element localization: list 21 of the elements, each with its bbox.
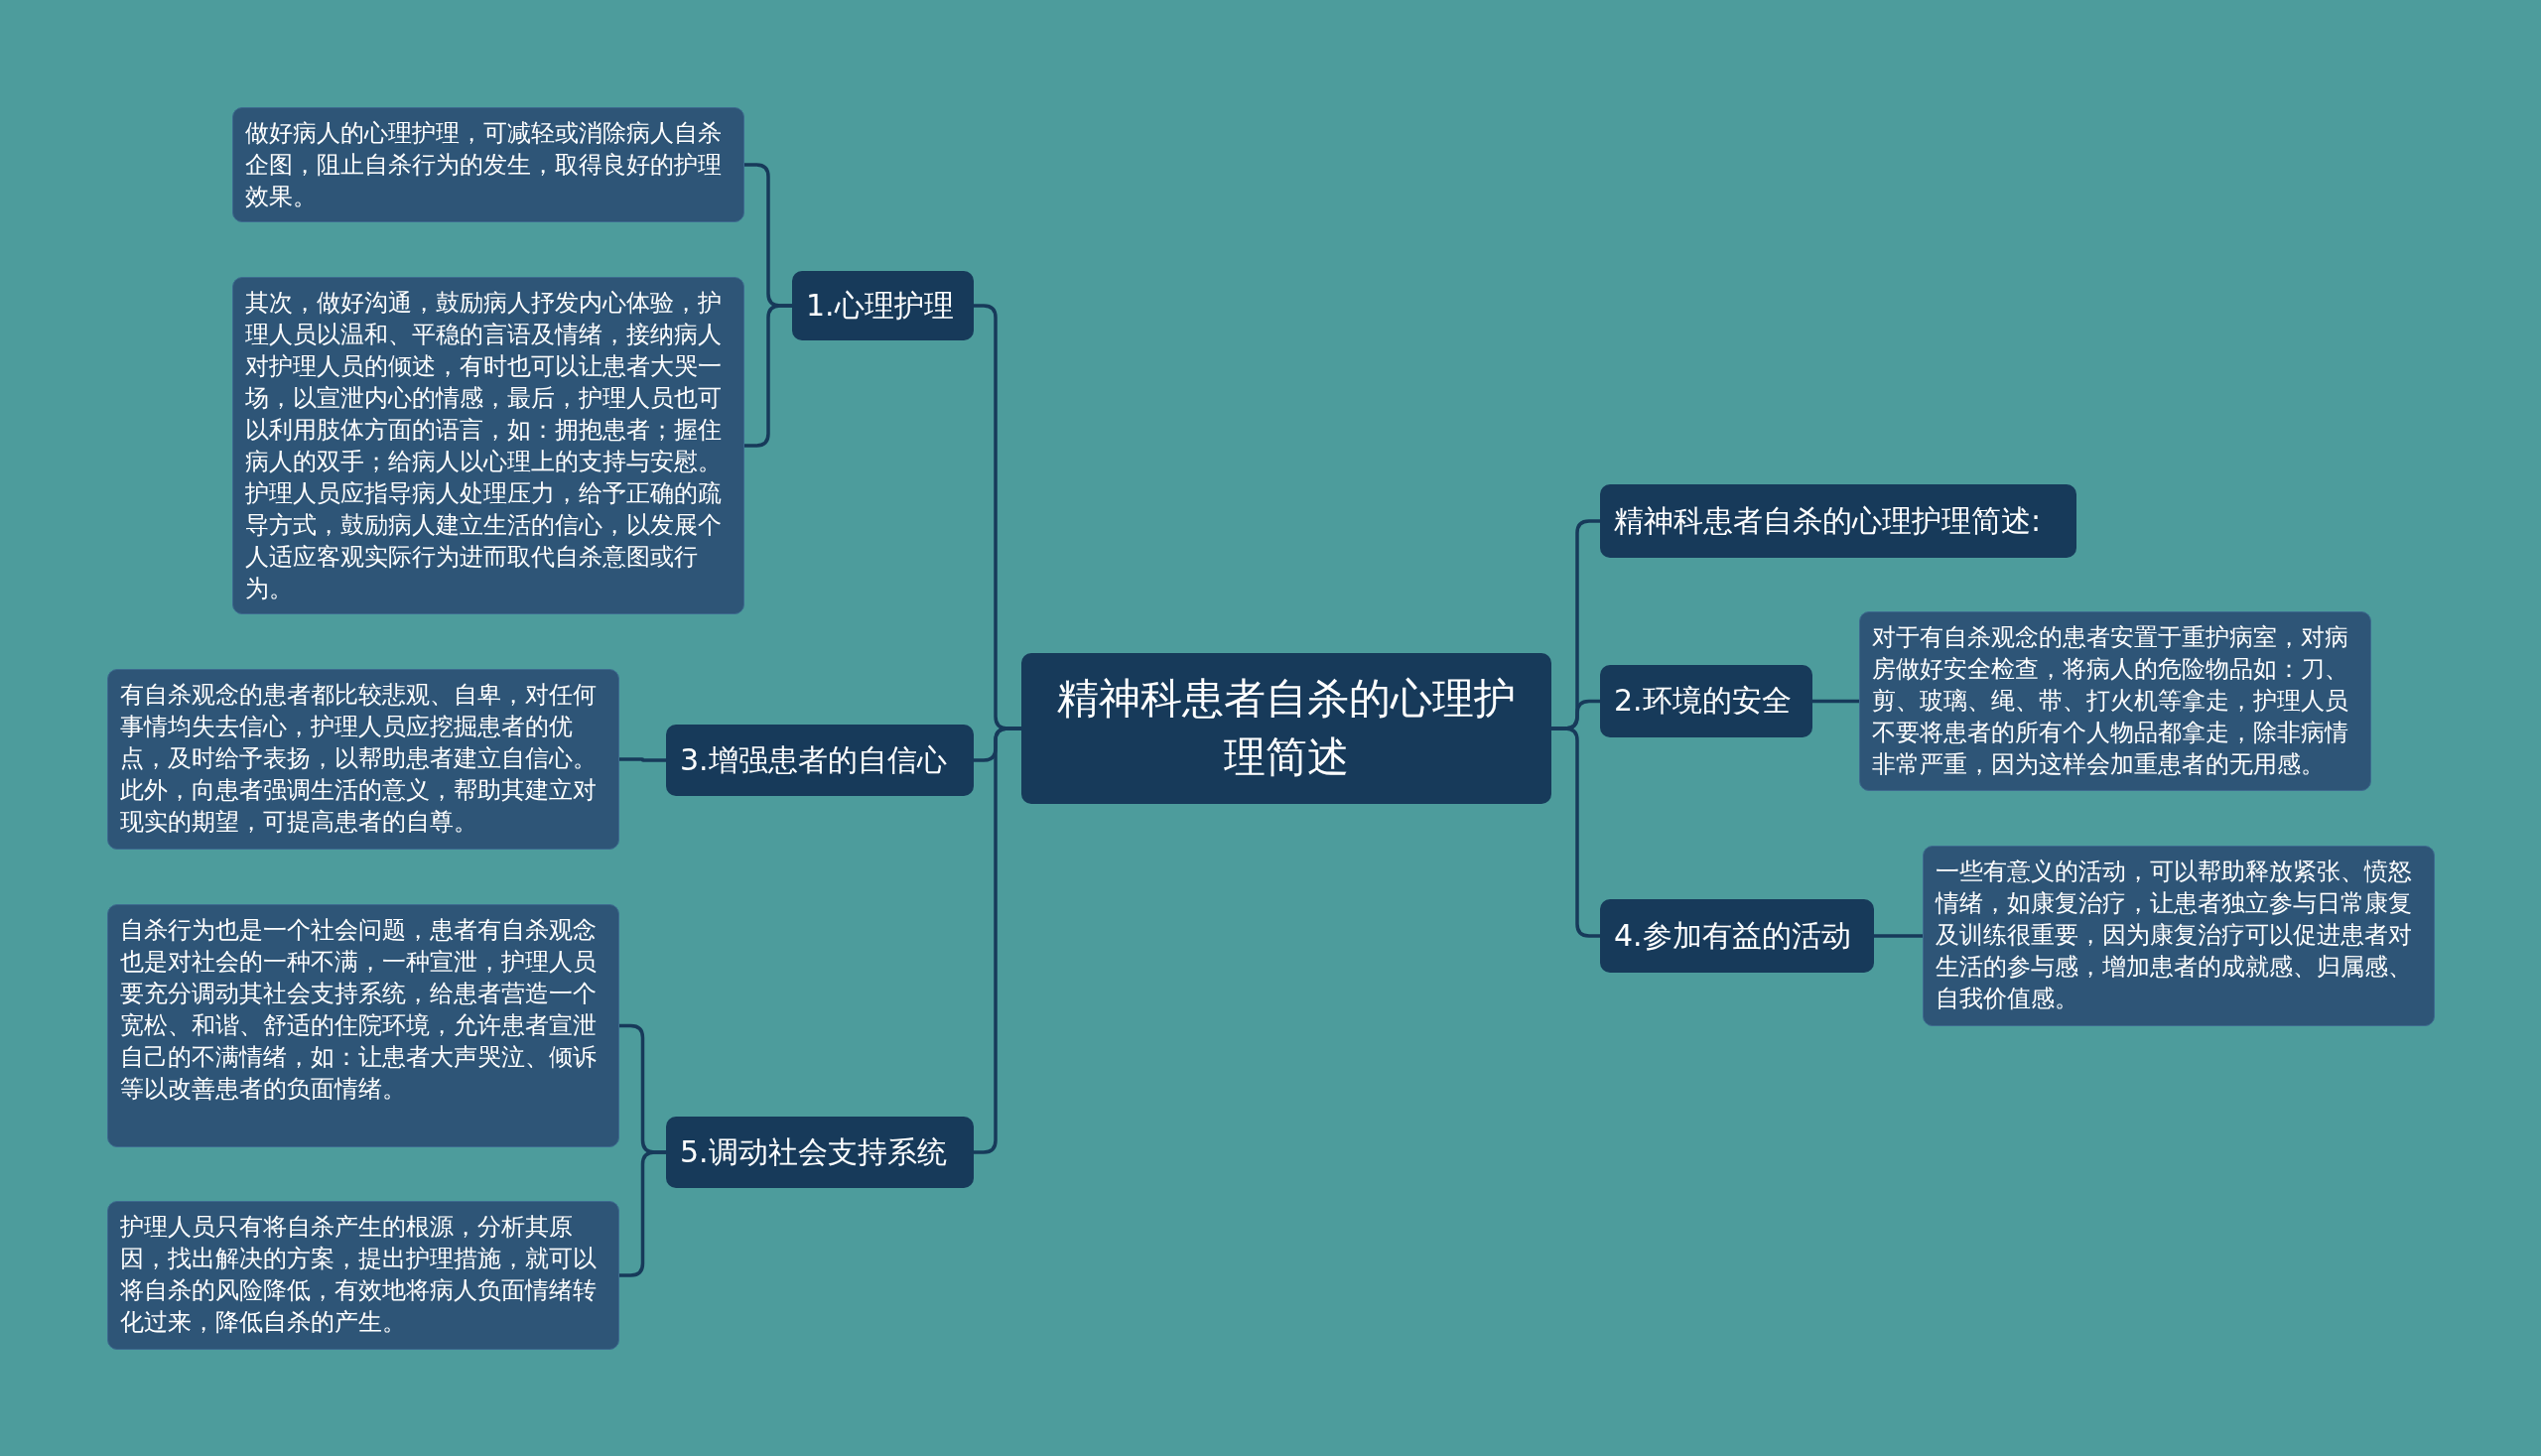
topic-box: 3.增强患者的自信心 xyxy=(666,725,974,796)
connector-line xyxy=(974,727,1021,1154)
connector-line xyxy=(619,757,666,762)
note-box: 对于有自杀观念的患者安置于重护病室，对病房做好安全检查，将病人的危险物品如：刀、剪、玻璃、绳、带、打火机等拿走，护理人员不要将患者的所有个人物品都拿走，除非病情非常严重，因为这样会加重患者的无用感。 xyxy=(1859,611,2371,791)
connector-line xyxy=(619,1150,666,1277)
connector-line xyxy=(1812,699,1859,704)
central-topic-box: 精神科患者自杀的心理护理简述 xyxy=(1021,653,1551,804)
connector-line xyxy=(1551,727,1600,938)
note-box: 有自杀观念的患者都比较悲观、自卑，对任何事情均失去信心，护理人员应挖掘患者的优点，及时给予表扬，以帮助患者建立自信心。此外，向患者强调生活的意义，帮助其建立对现实的期望，可提高患者的自尊。 xyxy=(107,669,619,850)
note-box: 护理人员只有将自杀产生的根源，分析其原因，找出解决的方案，提出护理措施，就可以将自杀的风险降低，有效地将病人负面情绪转化过来，降低自杀的产生。 xyxy=(107,1201,619,1350)
note-box: 其次，做好沟通，鼓励病人抒发内心体验，护理人员以温和、平稳的言语及情绪，接纳病人对护理人员的倾述，有时也可以让患者大哭一场，以宣泄内心的情感，最后，护理人员也可以利用肢体方面的语言，如：拥抱患者；握住病人的双手；给病人以心理上的支持与安慰。护理人员应指导病人处理压力，给予正确的疏导方式，鼓励病人建立生活的信心，以发展个人适应客观实际行为进而取代自杀意图或行为。 xyxy=(232,277,744,614)
note-box: 一些有意义的活动，可以帮助释放紧张、愤怒情绪，如康复治疗，让患者独立参与日常康复及训练很重要，因为康复治疗可以促进患者对生活的参与感，增加患者的成就感、归属感、自我价值感。 xyxy=(1923,846,2435,1026)
connector-line xyxy=(744,304,792,448)
connector-line xyxy=(1874,934,1923,938)
topic-box: 5.调动社会支持系统 xyxy=(666,1117,974,1188)
topic-box: 精神科患者自杀的心理护理简述: xyxy=(1600,484,2076,558)
note-box: 自杀行为也是一个社会问题，患者有自杀观念也是对社会的一种不满，一种宣泄，护理人员要充分调动其社会支持系统，给患者营造一个宽松、和谐、舒适的住院环境，允许患者宣泄自己的不满情绪，如：让患者大声哭泣、倾诉等以改善患者的负面情绪。 xyxy=(107,904,619,1147)
topic-box: 1.心理护理 xyxy=(792,271,974,340)
note-box: 做好病人的心理护理，可减轻或消除病人自杀企图，阻止自杀行为的发生，取得良好的护理效果。 xyxy=(232,107,744,222)
topic-box: 4.参加有益的活动 xyxy=(1600,899,1874,973)
topic-box: 2.环境的安全 xyxy=(1600,665,1812,737)
